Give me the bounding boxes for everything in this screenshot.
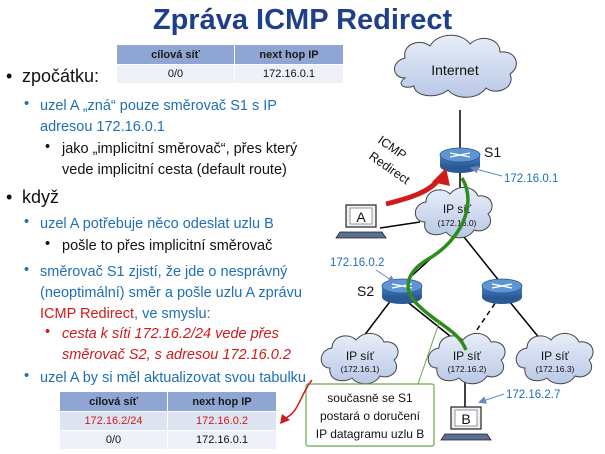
router-s2-label: S2 — [357, 283, 374, 299]
internet-cloud: Internet — [394, 34, 517, 98]
bullet-dot: • — [24, 214, 30, 230]
note-line-3: IP datagramu uzlu B — [316, 427, 425, 441]
icmp-redirect-arrow — [385, 168, 450, 207]
network-cloud-2: IP síť (172.16.2) — [427, 333, 506, 385]
note-line-2: postará o doručení — [320, 409, 421, 423]
page-title: Zpráva ICMP Redirect — [152, 4, 453, 36]
table-cell: 0/0 — [59, 430, 168, 450]
table-cell: 172.16.0.1 — [167, 430, 277, 450]
bullet-dot: • — [6, 66, 13, 86]
table-cell: 172.16.0.2 — [167, 411, 277, 431]
computer-b-icon: B — [440, 406, 492, 441]
network-name: IP síť — [443, 202, 472, 216]
table-cell: 172.16.0.1 — [234, 64, 344, 84]
bullet-text: jako „implicitní směrovač“, přes který v… — [62, 141, 298, 178]
bullet-text: když — [22, 187, 60, 207]
icmp-redirect-highlight: ICMP Redirect — [40, 306, 135, 322]
network-cloud-1: IP síť (172.16.1) — [320, 333, 399, 385]
datagram-path — [406, 177, 470, 351]
bullet-text: zpočátku: — [22, 66, 100, 86]
bullet-dot: • — [24, 96, 30, 112]
network-name: IP síť — [453, 349, 482, 363]
bullet-text: pošle to přes implicitní směrovač — [62, 238, 273, 254]
column-header-destination: cílová síť — [59, 391, 168, 412]
bullet-dot: • — [24, 368, 30, 384]
bullet-text: uzel A by si měl aktualizovat svou tabul… — [40, 370, 306, 386]
note-line-1: současně se S1 — [327, 391, 413, 405]
network-cloud-3: IP síť (172.16.3) — [515, 333, 594, 385]
update-table-arrow — [285, 379, 313, 419]
bullet-dot: • — [45, 139, 51, 155]
bullet-dot: • — [24, 262, 30, 278]
bullet-text: směrovač S1 zjistí, že jde o nesprávný (… — [40, 262, 320, 325]
table-cell: 0/0 — [116, 64, 235, 84]
bullet-text: uzel A „zná“ pouze směrovač S1 s IP adre… — [40, 98, 277, 135]
network-address: (172.16.3) — [536, 364, 575, 374]
network-address: (172.16.2) — [448, 364, 487, 374]
router-s1-label: S1 — [484, 144, 501, 160]
bullet-text: uzel A potřebuje něco odeslat uzlu B — [40, 216, 274, 232]
internet-label: Internet — [431, 62, 479, 78]
delivery-note: současně se S1 postará o doručení IP dat… — [305, 319, 441, 447]
network-name: IP síť — [541, 349, 570, 363]
bullet-text: cesta k síti 172.16.2/24 vede přes směro… — [62, 326, 291, 363]
ip-s2-label: 172.16.0.2 — [330, 257, 384, 269]
routing-table-updated: cílová síť next hop IP 172.16.2/24 172.1… — [59, 391, 277, 450]
update-table-arrowhead — [280, 414, 290, 424]
router-s2-icon — [381, 278, 423, 304]
node-b-label: B — [461, 411, 470, 427]
network-address: (172.16.1) — [341, 364, 380, 374]
table-cell: 172.16.2/24 — [59, 411, 168, 431]
bullet-text-part: směrovač S1 zjistí, že jde o nesprávný (… — [40, 264, 302, 301]
central-network-cloud: IP síť (172.16.0) — [414, 187, 493, 239]
routing-table-initial: cílová síť next hop IP 0/0 172.16.0.1 — [116, 44, 344, 84]
node-a-label: A — [356, 209, 366, 225]
column-header-next-hop: next hop IP — [167, 391, 277, 412]
bullet-dot: • — [6, 187, 13, 207]
column-header-next-hop: next hop IP — [234, 44, 344, 65]
computer-a-icon: A — [335, 204, 387, 239]
network-address: (172.16.0) — [438, 218, 477, 228]
network-name: IP síť — [346, 349, 375, 363]
ip-s1-label: 172.16.0.1 — [504, 173, 558, 185]
bullet-dot: • — [45, 324, 51, 340]
router-s3-icon — [481, 278, 523, 304]
bullet-text-part: , ve smyslu: — [134, 306, 211, 322]
ip-b-label: 172.16.2.7 — [506, 389, 560, 401]
bullet-dot: • — [45, 236, 51, 252]
router-s1-icon — [439, 147, 481, 173]
